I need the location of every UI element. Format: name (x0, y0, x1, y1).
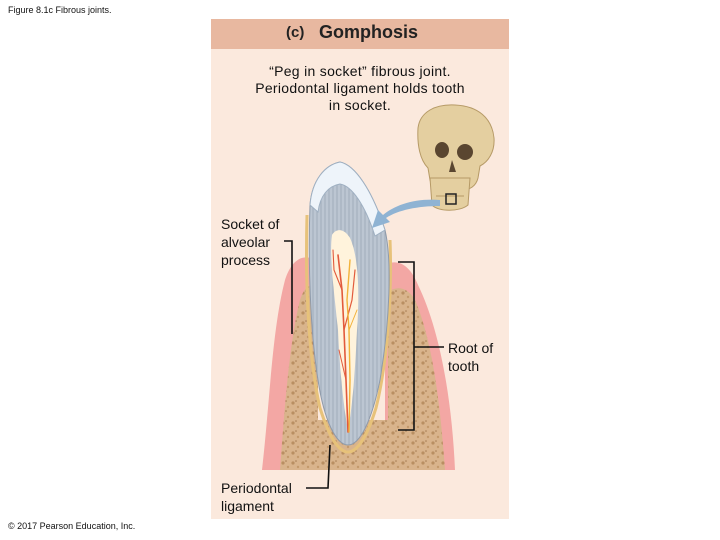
socket-label: Socket of alveolar process (221, 215, 279, 269)
ligament-label: Periodontal ligament (221, 479, 292, 515)
label-line: ligament (221, 497, 292, 515)
label-line: Socket of (221, 215, 279, 233)
root-label: Root of tooth (448, 339, 493, 375)
label-line: Periodontal (221, 479, 292, 497)
label-line: process (221, 251, 279, 269)
skull-icon (418, 105, 494, 210)
label-line: Root of (448, 339, 493, 357)
label-line: tooth (448, 357, 493, 375)
copyright-notice: © 2017 Pearson Education, Inc. (8, 521, 135, 531)
pointer-arrow (372, 200, 440, 228)
label-line: alveolar (221, 233, 279, 251)
